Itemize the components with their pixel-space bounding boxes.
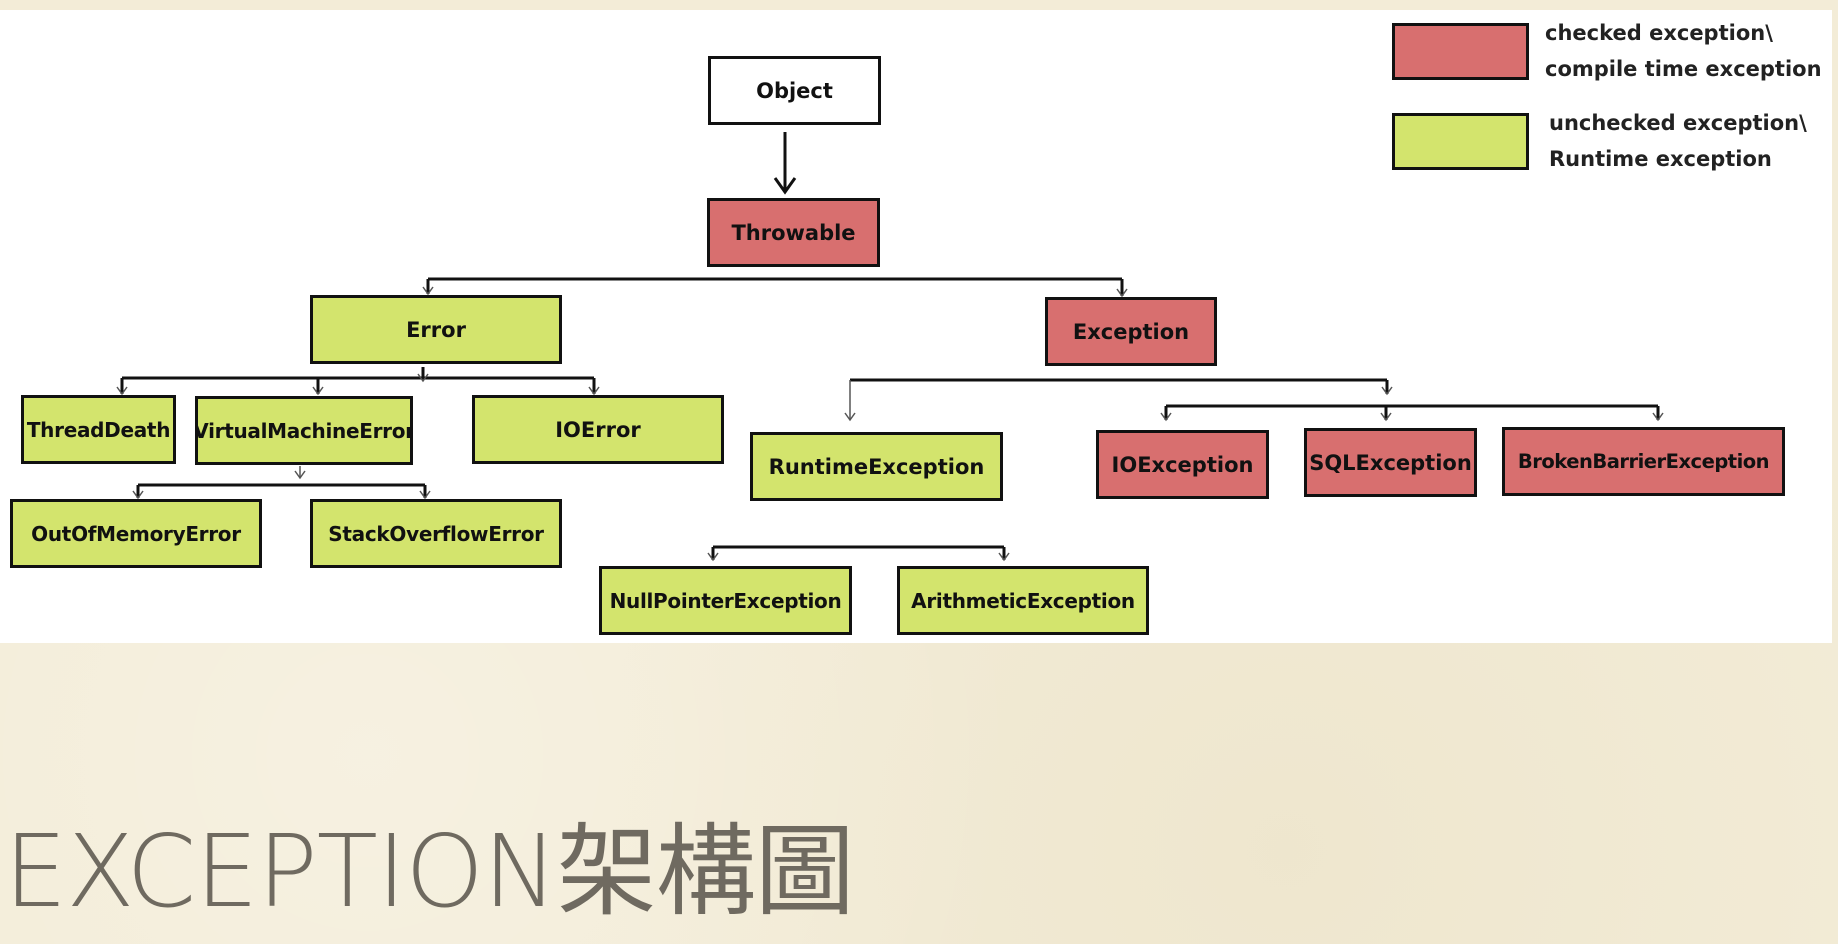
node-thread-death-label: ThreadDeath bbox=[26, 417, 171, 442]
node-thread-death: ThreadDeath bbox=[21, 395, 176, 464]
legend-checked-line1: checked exception\ bbox=[1545, 21, 1773, 45]
node-io-exception: IOException bbox=[1096, 430, 1269, 499]
node-sql-exception: SQLException bbox=[1304, 428, 1477, 497]
node-broken-barrier-exception-label: BrokenBarrierException bbox=[1517, 450, 1770, 473]
legend-checked-swatch bbox=[1392, 23, 1529, 80]
slide-title: EXCEPTION架構圖 bbox=[4, 813, 855, 930]
node-error: Error bbox=[310, 295, 562, 364]
node-io-exception-label: IOException bbox=[1111, 452, 1254, 477]
node-broken-barrier-exception: BrokenBarrierException bbox=[1502, 427, 1785, 496]
node-object-label: Object bbox=[756, 78, 833, 103]
legend-unchecked-swatch bbox=[1392, 113, 1529, 170]
node-virtual-machine-error-label: VirtualMachineError bbox=[195, 418, 413, 443]
node-io-error: IOError bbox=[472, 395, 724, 464]
node-out-of-memory-error: OutOfMemoryError bbox=[10, 499, 262, 568]
node-exception-label: Exception bbox=[1072, 319, 1190, 344]
node-throwable-label: Throwable bbox=[731, 220, 856, 245]
node-stack-overflow-error: StackOverflowError bbox=[310, 499, 562, 568]
node-arithmetic-exception-label: ArithmeticException bbox=[911, 588, 1135, 613]
node-virtual-machine-error: VirtualMachineError bbox=[195, 396, 413, 465]
legend-checked-text: checked exception\ compile time exceptio… bbox=[1545, 15, 1822, 87]
node-throwable: Throwable bbox=[707, 198, 880, 267]
node-null-pointer-exception-label: NullPointerException bbox=[609, 588, 842, 613]
node-error-label: Error bbox=[406, 317, 466, 342]
node-object: Object bbox=[708, 56, 881, 125]
node-out-of-memory-error-label: OutOfMemoryError bbox=[31, 521, 241, 546]
node-runtime-exception: RuntimeException bbox=[750, 432, 1003, 501]
node-exception: Exception bbox=[1045, 297, 1217, 366]
node-null-pointer-exception: NullPointerException bbox=[599, 566, 852, 635]
node-io-error-label: IOError bbox=[555, 417, 641, 442]
legend-checked-line2: compile time exception bbox=[1545, 57, 1822, 81]
node-runtime-exception-label: RuntimeException bbox=[768, 454, 985, 479]
legend-unchecked-line1: unchecked exception\ bbox=[1549, 111, 1807, 135]
node-stack-overflow-error-label: StackOverflowError bbox=[328, 521, 544, 546]
legend-unchecked-text: unchecked exception\ Runtime exception bbox=[1549, 105, 1807, 177]
node-sql-exception-label: SQLException bbox=[1309, 450, 1472, 475]
legend-unchecked-line2: Runtime exception bbox=[1549, 147, 1772, 171]
node-arithmetic-exception: ArithmeticException bbox=[897, 566, 1149, 635]
